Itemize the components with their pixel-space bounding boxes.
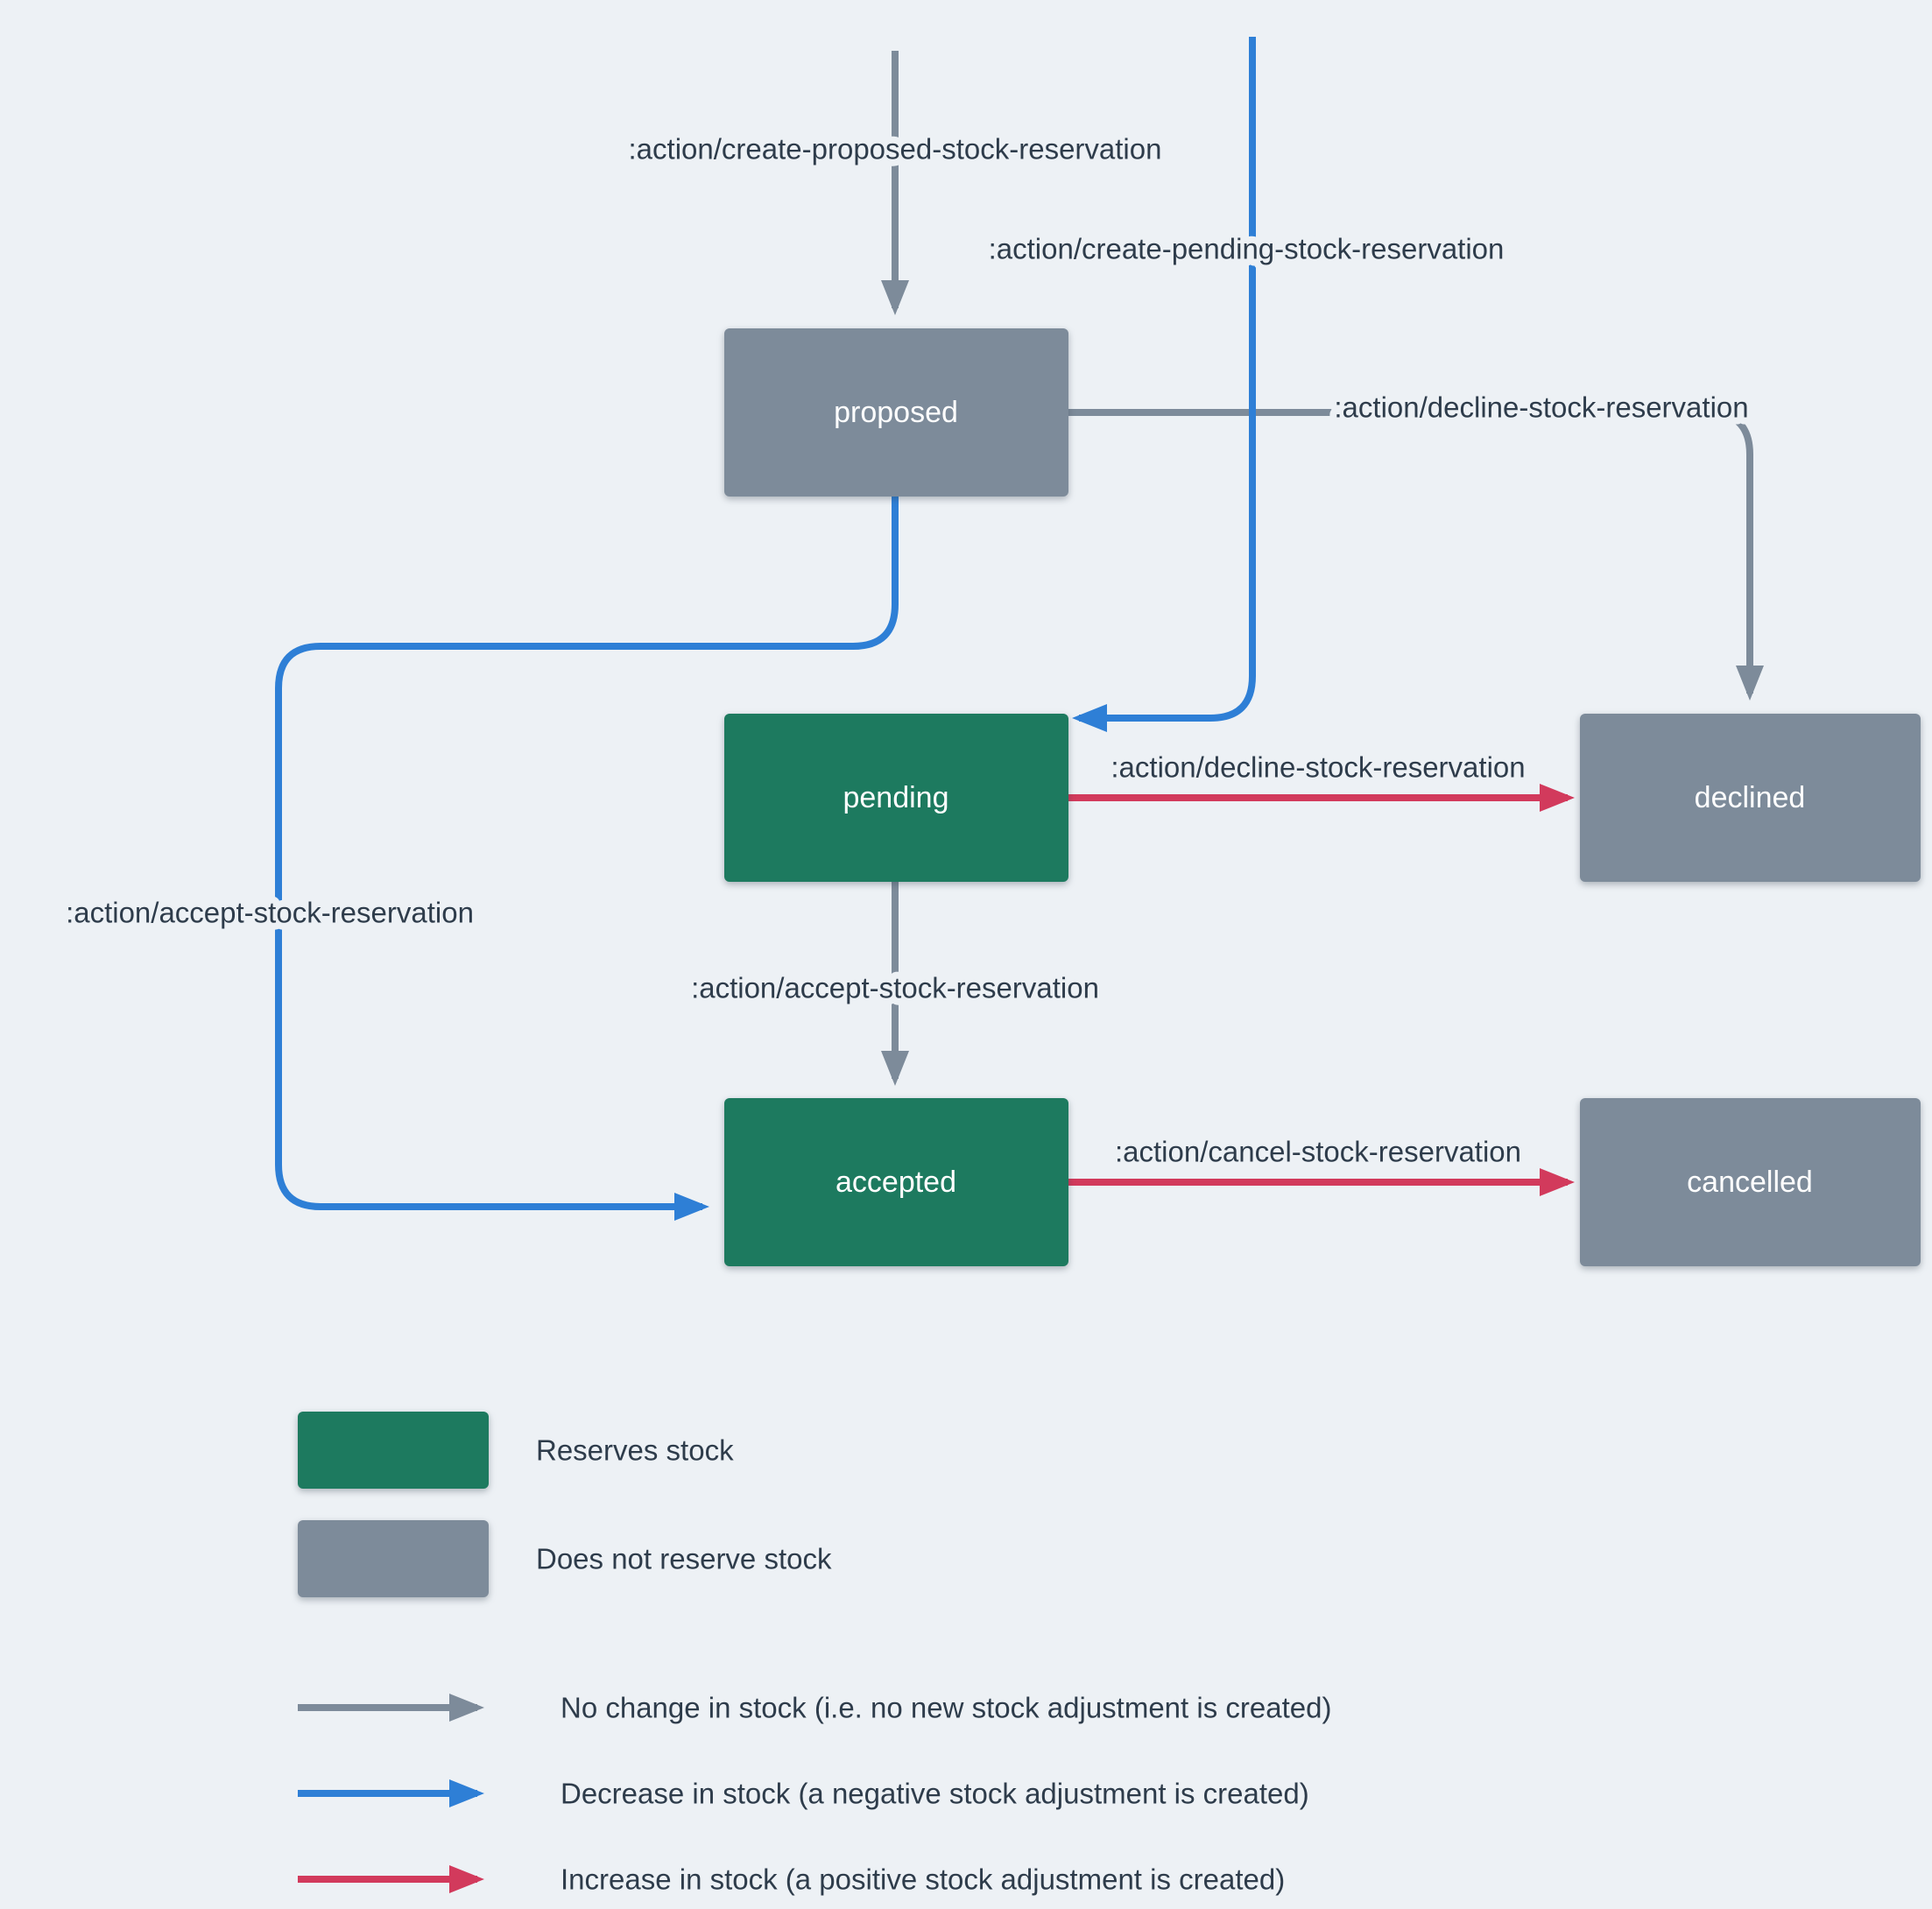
node-declined: declined — [1580, 714, 1921, 882]
arrow-create-pending — [1072, 37, 1256, 732]
node-declined-label: declined — [1695, 781, 1806, 814]
node-cancelled: cancelled — [1580, 1098, 1921, 1266]
edge-label-decline-from-pending: :action/decline-stock-reservation — [1111, 751, 1525, 784]
edge-label-accept-from-proposed: :action/accept-stock-reservation — [66, 897, 474, 929]
node-pending-box — [724, 714, 1068, 882]
node-accepted-label: accepted — [836, 1166, 956, 1199]
legend-swatch-reserves-stock — [298, 1412, 489, 1489]
arrow-accept-from-proposed — [275, 497, 899, 1221]
edge-label-create-proposed: :action/create-proposed-stock-reservatio… — [629, 133, 1162, 166]
legend-label-reserves-stock: Reserves stock — [536, 1434, 734, 1467]
node-cancelled-box — [1580, 1098, 1921, 1266]
edge-label-create-pending: :action/create-pending-stock-reservation — [989, 233, 1505, 265]
node-accepted-box — [724, 1098, 1068, 1266]
node-proposed-box — [724, 328, 1068, 497]
arrow-decline-from-proposed — [1068, 409, 1764, 701]
legend-label-does-not-reserve-stock: Does not reserve stock — [536, 1543, 832, 1575]
node-accepted: accepted — [724, 1098, 1068, 1266]
legend-swatch-does-not-reserve-stock — [298, 1520, 489, 1597]
legend: Reserves stock Does not reserve stock No… — [298, 1412, 1331, 1896]
edge-label-accept-from-pending: :action/accept-stock-reservation — [691, 972, 1099, 1004]
legend-label-gray-arrow: No change in stock (i.e. no new stock ad… — [561, 1692, 1331, 1724]
node-proposed-label: proposed — [834, 396, 958, 429]
node-cancelled-label: cancelled — [1687, 1166, 1813, 1199]
legend-label-red-arrow: Increase in stock (a positive stock adju… — [561, 1863, 1285, 1896]
node-declined-box — [1580, 714, 1921, 882]
edge-label-decline-from-proposed: :action/decline-stock-reservation — [1334, 391, 1748, 424]
edge-label-cancel-from-accepted: :action/cancel-stock-reservation — [1115, 1136, 1521, 1168]
node-proposed: proposed — [724, 328, 1068, 497]
legend-label-blue-arrow: Decrease in stock (a negative stock adju… — [561, 1778, 1309, 1810]
node-pending: pending — [724, 714, 1068, 882]
node-pending-label: pending — [843, 781, 948, 814]
